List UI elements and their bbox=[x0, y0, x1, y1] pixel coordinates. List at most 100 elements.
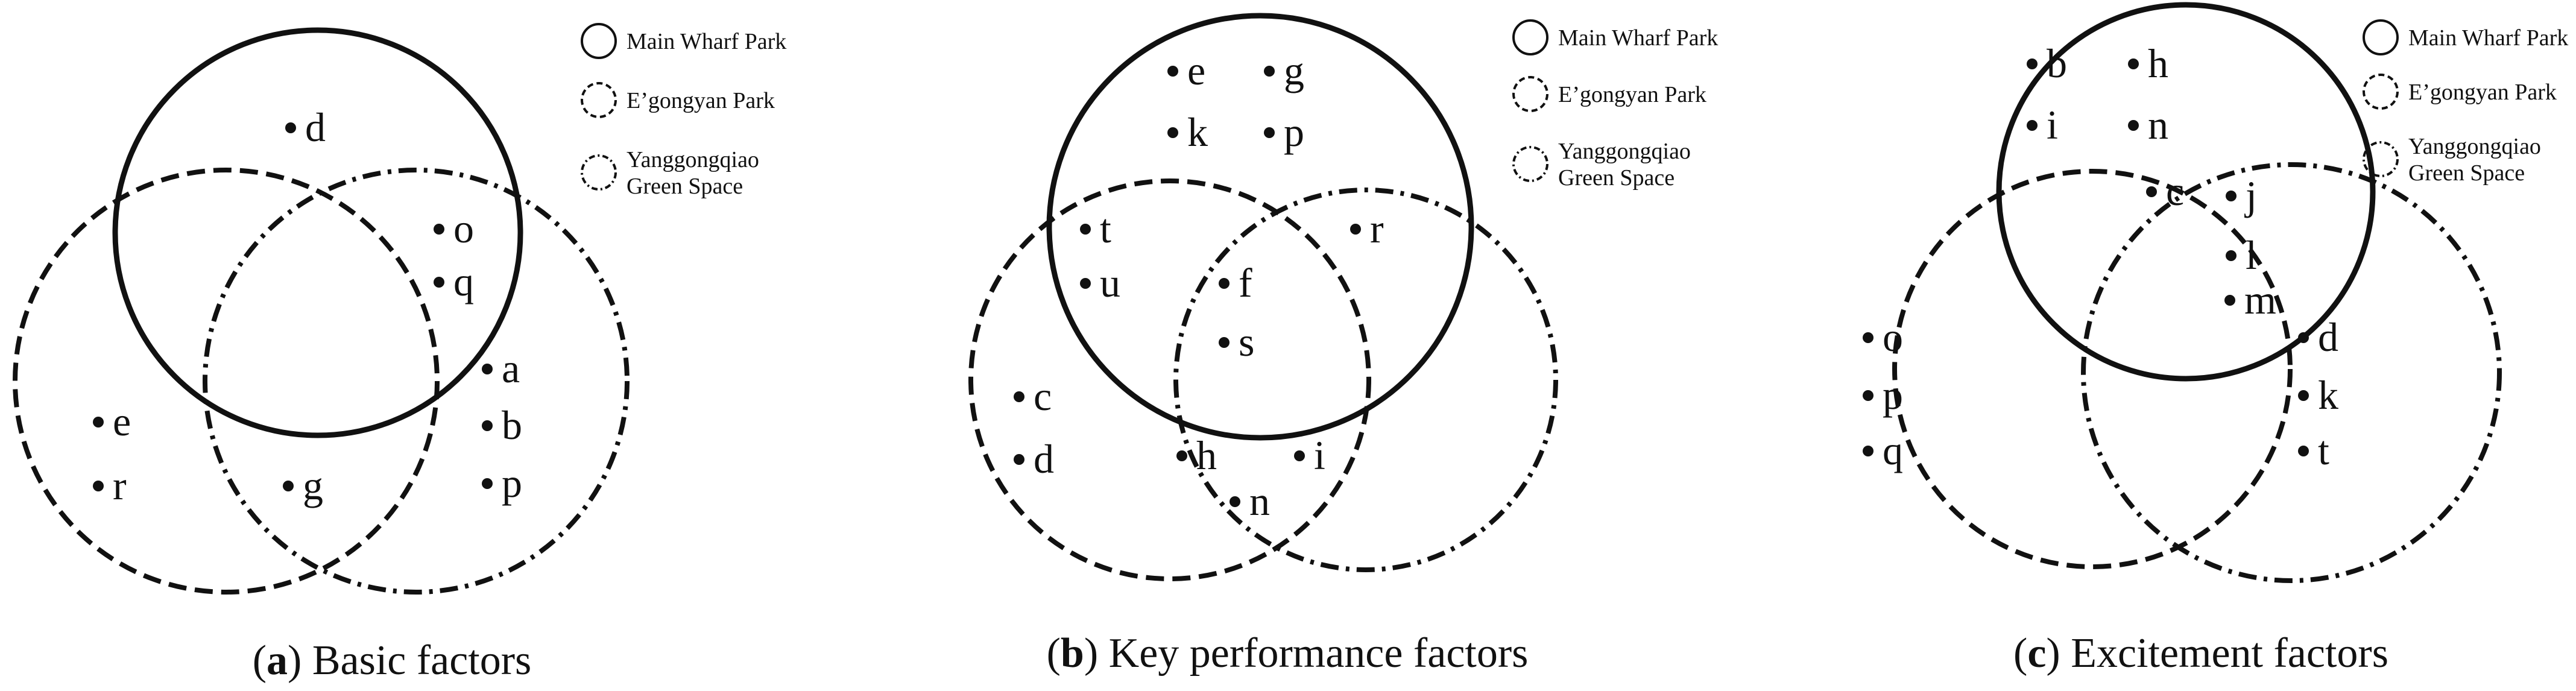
egongyan-park-circle bbox=[968, 178, 1371, 581]
factor-dot bbox=[2298, 332, 2309, 343]
legend-label: E’gongyan Park bbox=[627, 88, 775, 113]
factor-item-i: i bbox=[1294, 432, 1325, 478]
factor-item-d: d bbox=[1014, 436, 1054, 482]
factor-dot bbox=[1863, 332, 1874, 343]
caption-title: Key performance factors bbox=[1098, 630, 1528, 677]
caption-letter: a bbox=[267, 637, 288, 684]
caption-title: Basic factors bbox=[301, 637, 531, 684]
factor-dot bbox=[1176, 450, 1187, 461]
factor-item-p: p bbox=[1863, 372, 1903, 418]
factor-label: q bbox=[1883, 428, 1903, 473]
factor-item-u: u bbox=[1080, 260, 1120, 306]
factor-label: p bbox=[1883, 372, 1903, 418]
factor-item-t: t bbox=[2298, 428, 2329, 473]
factor-label: i bbox=[2047, 102, 2058, 148]
factor-item-e: e bbox=[93, 399, 131, 444]
factor-label: d bbox=[305, 104, 326, 150]
factor-item-a: a bbox=[482, 346, 520, 391]
factor-item-s: s bbox=[1219, 319, 1254, 365]
caption-title: Excitement factors bbox=[2060, 630, 2388, 677]
legend-label: Green Space bbox=[627, 174, 743, 199]
factor-item-t: t bbox=[1080, 206, 1111, 251]
factor-item-b: b bbox=[482, 402, 522, 448]
factor-dot bbox=[93, 481, 104, 491]
factor-label: q bbox=[453, 259, 474, 304]
factor-item-h: h bbox=[2128, 40, 2168, 86]
legend-marker-dash-dot bbox=[1512, 146, 1548, 182]
caption-letter: c bbox=[2027, 630, 2046, 677]
factor-dot bbox=[434, 277, 444, 288]
factor-dot bbox=[2128, 58, 2139, 69]
factor-dot bbox=[2226, 250, 2237, 261]
factor-label: i bbox=[1314, 432, 1325, 478]
factor-item-n: n bbox=[1230, 478, 1270, 524]
factor-label: m bbox=[2244, 277, 2276, 323]
legend-marker-dashed bbox=[1512, 76, 1548, 112]
legend-label: E’gongyan Park bbox=[1558, 82, 1706, 107]
factor-item-g: g bbox=[1264, 48, 1304, 93]
factor-label: t bbox=[1100, 206, 1111, 251]
main-wharf-park-circle bbox=[1046, 13, 1474, 441]
legend-label: Main Wharf Park bbox=[627, 29, 786, 54]
factor-label: c bbox=[1034, 373, 1052, 419]
factor-item-d: d bbox=[2298, 314, 2338, 360]
factor-label: r bbox=[1370, 206, 1384, 251]
factor-item-c: c bbox=[1014, 373, 1052, 419]
factor-dot bbox=[2224, 295, 2235, 306]
factor-label: t bbox=[2318, 428, 2329, 473]
factor-label: d bbox=[1034, 436, 1054, 482]
factor-dot bbox=[1167, 127, 1178, 138]
legend-marker-solid bbox=[1512, 19, 1548, 55]
factor-label: o bbox=[453, 206, 474, 251]
main-wharf-park-circle bbox=[1996, 2, 2376, 382]
legend-label: Yanggongqiao bbox=[2408, 134, 2541, 159]
factor-dot bbox=[434, 224, 444, 235]
factor-dot bbox=[1350, 224, 1361, 235]
factor-dot bbox=[283, 481, 294, 491]
factor-item-k: k bbox=[1167, 109, 1208, 155]
legend-label: Main Wharf Park bbox=[1558, 25, 1718, 51]
factor-dot bbox=[1230, 496, 1240, 507]
factor-dot bbox=[1014, 391, 1024, 402]
factor-label: s bbox=[1239, 319, 1254, 365]
legend-marker-dashed bbox=[2363, 74, 2399, 110]
factor-dot bbox=[1264, 66, 1275, 77]
factor-label: h bbox=[2148, 40, 2168, 86]
yanggongqiao-green-space-circle bbox=[203, 168, 630, 595]
factor-dot bbox=[2027, 58, 2038, 69]
factor-dot bbox=[482, 420, 493, 431]
main-wharf-park-circle bbox=[112, 27, 523, 438]
diagram-caption: (a) Basic factors bbox=[253, 637, 532, 684]
diagram-caption: (c) Excitement factors bbox=[2013, 630, 2388, 677]
factor-item-h: h bbox=[1176, 432, 1217, 478]
legend-label: Yanggongqiao bbox=[1558, 139, 1691, 164]
factor-item-n: n bbox=[2128, 102, 2168, 148]
factor-dot bbox=[1014, 454, 1024, 465]
legend-label: E’gongyan Park bbox=[2408, 80, 2557, 105]
caption-letter: b bbox=[1061, 630, 1084, 677]
factor-item-q: q bbox=[434, 259, 474, 304]
factor-item-i: i bbox=[2027, 102, 2058, 148]
factor-dot bbox=[1863, 446, 1874, 456]
factor-item-j: j bbox=[2226, 172, 2257, 218]
legend-marker-dashed bbox=[581, 82, 617, 118]
factor-dot bbox=[1167, 66, 1178, 77]
factor-label: r bbox=[113, 462, 127, 508]
factor-dot bbox=[93, 417, 104, 428]
factor-dot bbox=[2128, 120, 2139, 131]
factor-label: g bbox=[303, 462, 323, 508]
factor-dot bbox=[1080, 278, 1091, 289]
factor-dot bbox=[1863, 390, 1874, 401]
factor-label: h bbox=[1196, 432, 1217, 478]
factor-item-r: r bbox=[93, 462, 127, 508]
factor-label: j bbox=[2244, 172, 2257, 218]
factor-label: p bbox=[502, 460, 522, 506]
legend-label: Green Space bbox=[2408, 160, 2525, 186]
legend-marker-solid bbox=[581, 23, 617, 59]
factor-label: a bbox=[502, 346, 520, 391]
factor-label: g bbox=[1284, 48, 1304, 93]
diagram-caption: (b) Key performance factors bbox=[1047, 630, 1529, 677]
factor-label: u bbox=[1100, 260, 1120, 306]
